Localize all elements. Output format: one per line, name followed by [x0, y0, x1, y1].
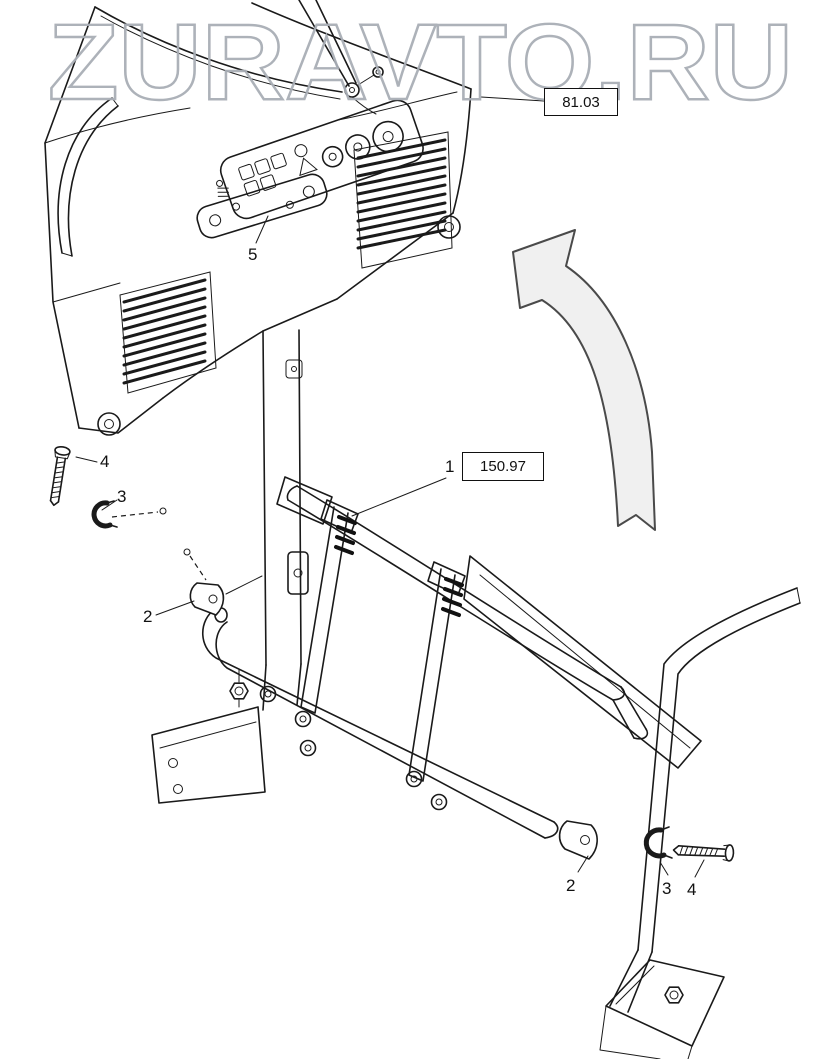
rear-hoop-drawing — [599, 587, 801, 1059]
clip-part2-bottom-drawing — [558, 820, 598, 860]
clamp-part3-bottom-drawing — [643, 826, 673, 859]
ref-box-81-03: 81.03 — [544, 88, 618, 116]
callout-4-left: 4 — [100, 452, 110, 471]
callout-2-left: 2 — [143, 607, 153, 626]
bolt-part4-left-drawing — [49, 445, 71, 507]
clip-part2-left-drawing — [183, 548, 225, 616]
ref-box-150-97: 150.97 — [462, 452, 544, 481]
foot-plate-drawing — [151, 669, 266, 804]
callout-2-bottom: 2 — [566, 876, 576, 895]
watermark-text: ZURAVTO.RU — [48, 1, 793, 122]
clamp-part3-left-drawing — [91, 500, 118, 529]
left-vent-louvers — [119, 271, 217, 394]
bolt-part4-bottom-drawing — [672, 844, 735, 862]
support-post-drawing — [151, 329, 309, 804]
callout-5: 5 — [248, 245, 258, 264]
direction-arrow — [512, 229, 656, 531]
leader-lines — [75, 96, 705, 878]
mounting-bracket-part5-drawing — [196, 173, 328, 239]
frame-assembly-drawing — [202, 476, 702, 839]
right-vent-louvers — [353, 131, 453, 269]
console-assembly-drawing — [44, 0, 472, 436]
frame-bolts — [259, 685, 448, 811]
base-plate-drawing — [599, 959, 725, 1059]
callout-3-bottom: 3 — [662, 879, 672, 898]
callout-1: 1 — [445, 457, 455, 476]
callout-3-left: 3 — [117, 487, 127, 506]
callout-4-bottom: 4 — [687, 880, 697, 899]
